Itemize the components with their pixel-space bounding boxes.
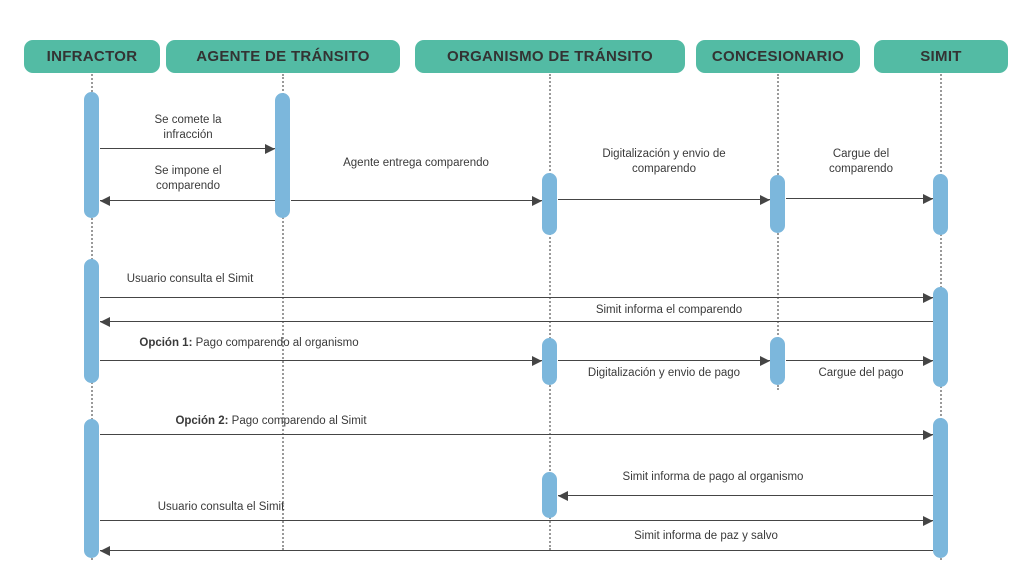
activation-bar-simit	[933, 174, 948, 235]
arrowhead-left-icon	[100, 546, 110, 556]
activation-bar-infractor	[84, 92, 99, 218]
message-arrow-line	[558, 495, 933, 496]
message-arrow-line	[558, 199, 770, 200]
message-arrow-line	[100, 297, 933, 298]
arrowhead-right-icon	[923, 194, 933, 204]
arrowhead-right-icon	[923, 516, 933, 526]
message-label: Se comete la infracción	[154, 114, 222, 141]
message-arrow-line	[100, 200, 275, 201]
arrowhead-right-icon	[532, 356, 542, 366]
message-arrow-line	[100, 321, 933, 322]
message-arrow-line	[100, 148, 275, 149]
arrowhead-right-icon	[760, 195, 770, 205]
message-label: Simit informa de paz y salvo	[634, 530, 778, 542]
arrowhead-right-icon	[923, 430, 933, 440]
arrowhead-right-icon	[923, 293, 933, 303]
lifeline-agente	[282, 74, 284, 550]
message-label: Opción 1: Pago comparendo al organismo	[139, 337, 359, 349]
message-label-bold-prefix: Opción 1:	[139, 337, 193, 349]
message-label: Digitalización y envio de comparendo	[602, 148, 726, 175]
activation-bar-simit	[933, 418, 948, 558]
message-arrow-line	[786, 360, 933, 361]
message-arrow-line	[100, 434, 933, 435]
arrowhead-right-icon	[760, 356, 770, 366]
message-arrow-line	[100, 550, 933, 551]
actor-simit: SIMIT	[874, 40, 1008, 73]
message-arrow-line	[786, 198, 933, 199]
message-label: Usuario consulta el Simit	[157, 501, 285, 513]
message-label: Cargue del pago	[818, 367, 904, 379]
message-arrow-line	[100, 360, 542, 361]
message-label: Opción 2: Pago comparendo al Simit	[175, 415, 367, 427]
message-arrow-line	[558, 360, 770, 361]
message-label-bold-prefix: Opción 2:	[175, 415, 229, 427]
activation-bar-infractor	[84, 419, 99, 558]
arrowhead-left-icon	[558, 491, 568, 501]
message-label: Cargue del comparendo	[829, 148, 893, 175]
message-arrow-line	[100, 520, 933, 521]
arrowhead-left-icon	[100, 317, 110, 327]
activation-bar-organismo	[542, 472, 557, 518]
message-label: Simit informa de pago al organismo	[622, 471, 804, 483]
activation-bar-concesionario	[770, 175, 785, 233]
actor-organismo: ORGANISMO DE TRÁNSITO	[415, 40, 685, 73]
message-arrow-line	[291, 200, 542, 201]
message-label: Simit informa el comparendo	[595, 304, 743, 316]
activation-bar-infractor	[84, 259, 99, 383]
activation-bar-agente	[275, 93, 290, 218]
message-label: Usuario consulta el Simit	[126, 273, 254, 285]
message-label: Se impone el comparendo	[154, 165, 222, 192]
actor-infractor: INFRACTOR	[24, 40, 160, 73]
arrowhead-right-icon	[265, 144, 275, 154]
arrowhead-right-icon	[532, 196, 542, 206]
actor-concesionario: CONCESIONARIO	[696, 40, 860, 73]
activation-bar-simit	[933, 287, 948, 387]
arrowhead-right-icon	[923, 356, 933, 366]
lifeline-organismo	[549, 74, 551, 550]
message-label: Agente entrega comparendo	[343, 157, 489, 169]
message-label: Digitalización y envio de pago	[587, 367, 741, 379]
actor-agente: AGENTE DE TRÁNSITO	[166, 40, 400, 73]
activation-bar-organismo	[542, 173, 557, 235]
arrowhead-left-icon	[100, 196, 110, 206]
activation-bar-organismo	[542, 338, 557, 385]
activation-bar-concesionario	[770, 337, 785, 385]
